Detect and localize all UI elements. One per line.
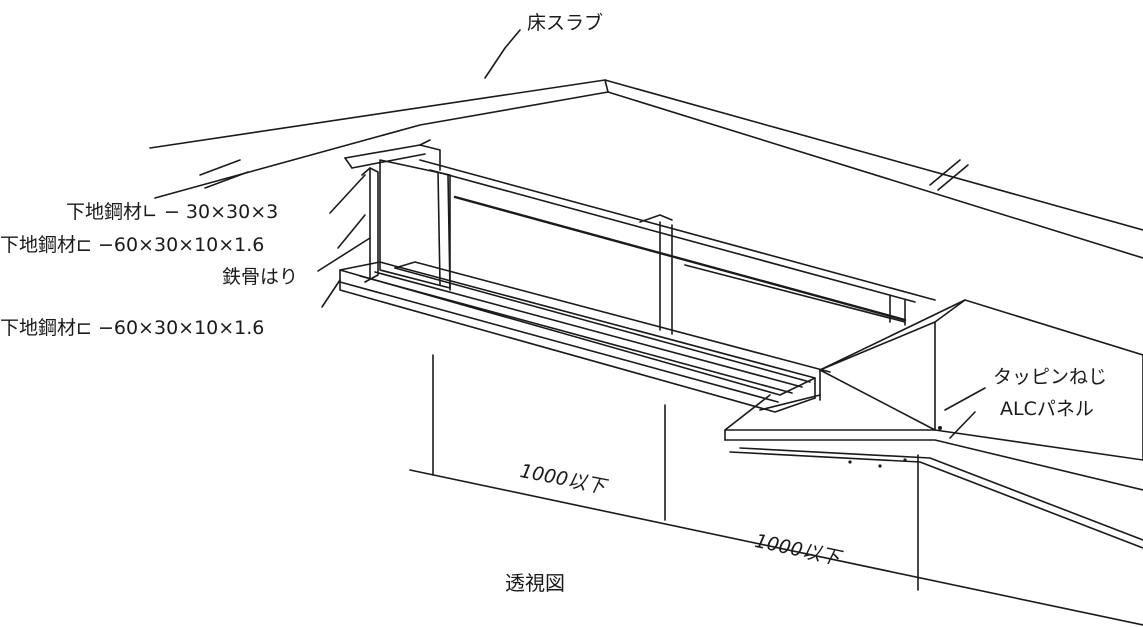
alc-panel-label: ALCパネル <box>1000 398 1094 420</box>
channel-member-lower-label: 下地鋼材⊏ −60×30×10×1.6 <box>0 317 265 339</box>
channel-members <box>419 159 936 335</box>
lower-channel-tray <box>339 261 831 413</box>
floor-slab <box>149 79 1143 259</box>
alc-panel-box <box>724 299 1143 549</box>
floor-slab-label: 床スラブ <box>527 12 604 34</box>
angle-member-label: 下地鋼材∟ − 30×30×3 <box>66 201 279 223</box>
leader-lines <box>317 29 986 439</box>
diagram-caption: 透視図 <box>505 571 565 595</box>
angle-steel-member <box>344 139 431 169</box>
tapping-screw-label: タッピンねじ <box>993 366 1108 388</box>
steel-beam <box>361 144 451 289</box>
steel-beam-label: 鉄骨はり <box>222 266 299 288</box>
dimension-lines <box>409 354 1143 626</box>
screw-dots <box>848 426 942 468</box>
channel-member-upper-label: 下地鋼材⊏ −60×30×10×1.6 <box>0 234 265 256</box>
